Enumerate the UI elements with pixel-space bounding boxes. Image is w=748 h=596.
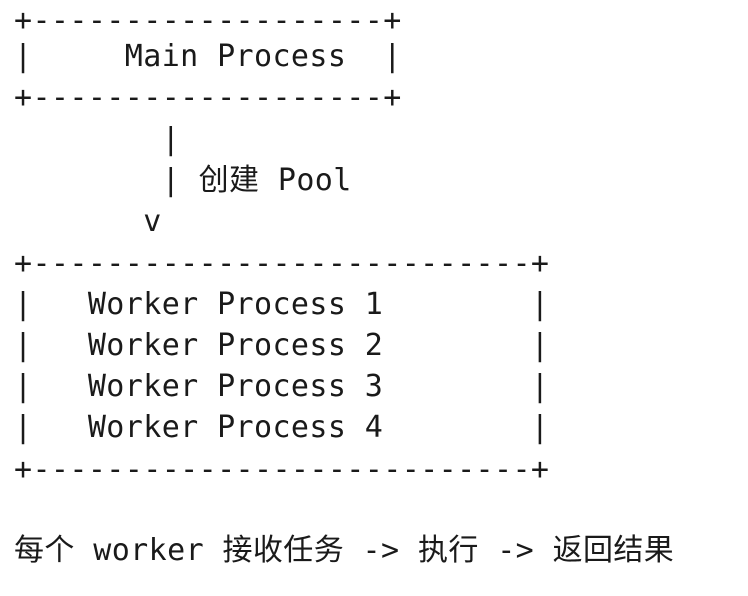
worker-box-bottom-border: +---------------------------+ [14, 452, 550, 487]
worker-process-row: | Worker Process 4 | [14, 410, 550, 445]
main-process-label: | Main Process | [14, 39, 402, 74]
create-pool-label: | 创建 Pool [14, 163, 352, 198]
worker-process-row: | Worker Process 3 | [14, 369, 550, 404]
caption: 每个 worker 接收任务 -> 执行 -> 返回结果 [14, 533, 675, 568]
connector-pipe: | [14, 122, 181, 157]
main-box-top-border: +-------------------+ [14, 3, 402, 38]
worker-process-row: | Worker Process 1 | [14, 287, 550, 322]
arrow-head: v [14, 204, 162, 239]
worker-process-row: | Worker Process 2 | [14, 328, 550, 363]
worker-box-top-border: +---------------------------+ [14, 246, 550, 281]
main-box-bottom-border: +-------------------+ [14, 80, 402, 115]
